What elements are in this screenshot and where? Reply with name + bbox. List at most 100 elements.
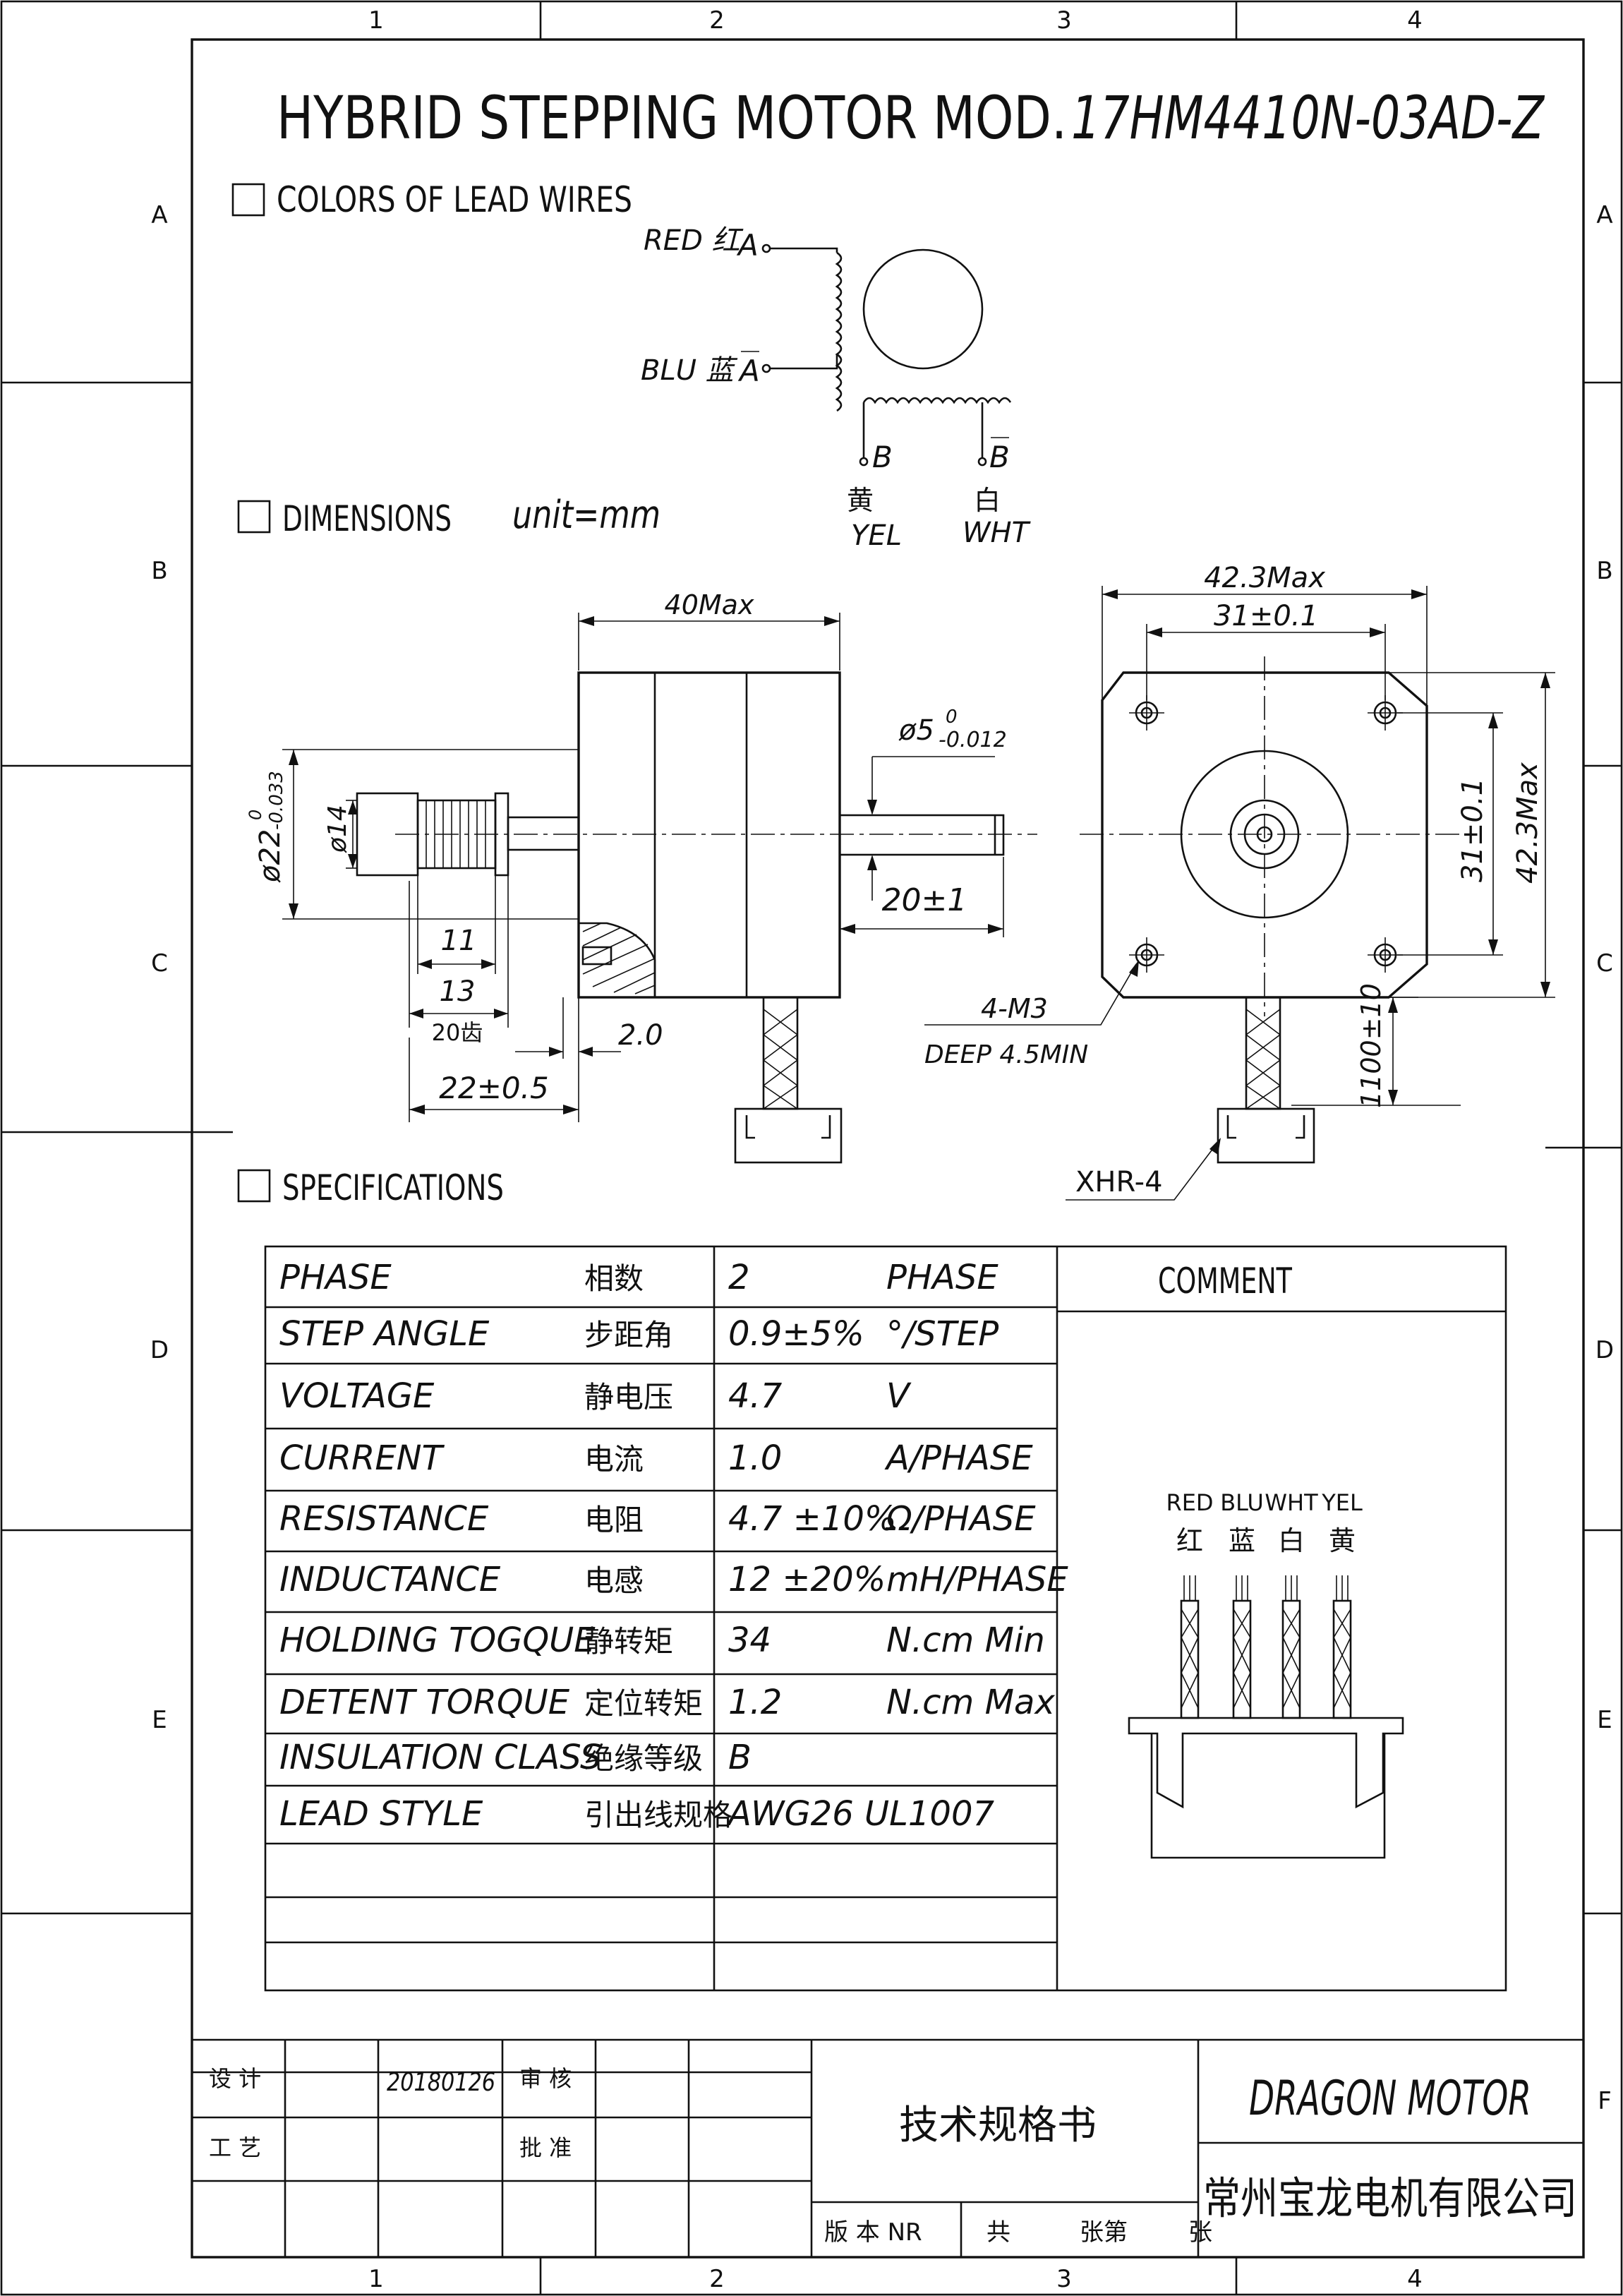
spec-unit: Ω/PHASE	[885, 1499, 1036, 1539]
pin-label: WHT	[1265, 1489, 1318, 1516]
spec-name-cn: 电流	[584, 1442, 644, 1477]
dim-boss-diameter: ø22	[254, 829, 286, 883]
section-checkbox-specifications	[237, 1169, 271, 1203]
dim-boss-tol-lower: -0.033	[266, 771, 287, 830]
dim-shaft-length: 20±1	[882, 882, 967, 918]
spec-unit: A/PHASE	[884, 1438, 1033, 1478]
col-label-1-bottom: 1	[368, 2265, 384, 2293]
dim-boss-tol-upper: 0	[246, 810, 265, 820]
wire-yel-label: YEL	[851, 519, 902, 552]
pin-label-cn: 红	[1176, 1525, 1203, 1556]
pin-label: BLU	[1220, 1489, 1264, 1516]
wire-yel-cn-label: 黄	[847, 485, 874, 516]
col-label-2-top: 2	[709, 6, 725, 35]
front-boss	[1180, 750, 1349, 919]
row-label-e-right: E	[1597, 1706, 1612, 1734]
dim-pulley-diameter: ø14	[323, 805, 352, 853]
title-block-process-label: 工 艺	[209, 2134, 261, 2161]
spec-row-lines	[265, 1306, 1057, 1944]
connector-type-label: XHR-4	[1075, 1166, 1163, 1198]
title-block: 设 计 20180126 审 核 工 艺 批 准 技术规格书 版 本 NR 共 …	[192, 2038, 1583, 2257]
row-label-a-left: A	[151, 201, 167, 229]
drawing-title-prefix: HYBRID STEPPING MOTOR MOD.	[277, 83, 1067, 152]
spec-unit: mH/PHASE	[886, 1560, 1068, 1599]
spec-name: INDUCTANCE	[279, 1560, 501, 1599]
spec-name: INSULATION CLASS	[279, 1738, 602, 1777]
boss-section	[577, 922, 656, 999]
title-block-approve-label: 批 准	[519, 2134, 572, 2161]
pin-label: YEL	[1321, 1489, 1363, 1516]
spec-unit: PHASE	[886, 1258, 998, 1297]
spec-name-cn: 步距角	[584, 1318, 673, 1352]
dim-shaft-tol-upper: 0	[946, 707, 958, 728]
dim-hole-pitch-width: 31±0.1	[1214, 600, 1318, 632]
unit-note: unit=mm	[512, 493, 660, 537]
row-label-c-right: C	[1596, 949, 1613, 978]
front-lead-wire	[1245, 996, 1281, 1110]
lead-wire-bundle	[762, 996, 799, 1110]
mounting-holes	[1129, 695, 1403, 973]
motor-body	[577, 671, 841, 999]
spec-name-cn: 相数	[584, 1261, 644, 1296]
dim-front-height-max: 42.3Max	[1512, 762, 1544, 884]
front-dimensions: 42.3Max 31±0.1 31±0.1 42.3Max 4-M3 DEEP …	[924, 562, 1555, 1201]
wire-red-label: RED 红	[644, 224, 744, 257]
pulley-teeth-count: 20齿	[432, 1019, 483, 1046]
spec-name-cn: 绝缘等级	[584, 1741, 703, 1776]
spec-value: 1.2	[728, 1683, 782, 1722]
spec-value: 1.0	[728, 1438, 782, 1478]
coil-b	[862, 397, 1012, 404]
section-title-dimensions: DIMENSIONS	[282, 498, 452, 539]
side-dimensions: 40Max ø5 0 -0.012 20±1 ø22 0 -0.033 ø14	[246, 589, 1007, 1122]
dim-length-40max: 40Max	[665, 589, 754, 620]
company-name-cn: 常州宝龙电机有限公司	[1203, 2172, 1577, 2224]
spec-name: VOLTAGE	[279, 1376, 435, 1416]
spec-name-cn: 电阻	[584, 1503, 644, 1537]
pin-label-cn: 蓝	[1229, 1525, 1255, 1556]
spec-name: PHASE	[279, 1258, 392, 1297]
wire-a-bar-label: A	[737, 354, 760, 388]
row-label-d-left: D	[150, 1336, 169, 1364]
zone-labels: 1 2 3 4 1 2 3 4 A B C D E A B C D E F	[150, 6, 1614, 2293]
spec-value: 0.9±5%	[728, 1314, 864, 1354]
wire-wht-label: WHT	[963, 517, 1032, 549]
front-connector	[1217, 1107, 1315, 1164]
spec-name: RESISTANCE	[279, 1499, 489, 1539]
spec-value: AWG26 UL1007	[726, 1794, 994, 1834]
wire-wht-cn-label: 白	[974, 485, 1001, 516]
spec-value: 34	[728, 1621, 771, 1660]
output-shaft	[838, 814, 1005, 856]
spec-value: 4.7 ±10%	[728, 1499, 897, 1539]
rotor-circle	[862, 248, 984, 370]
col-label-2-bottom: 2	[709, 2265, 725, 2293]
title-block-total: 共	[987, 2218, 1010, 2247]
title-block-design-label: 设 计	[209, 2065, 261, 2092]
spec-unit: °/STEP	[886, 1314, 998, 1354]
pin-label: RED	[1166, 1489, 1213, 1516]
title-block-sheet: 张第	[1080, 2218, 1128, 2247]
pulley-flange	[494, 792, 509, 877]
dim-hole-pitch-height: 31±0.1	[1456, 778, 1489, 882]
col-label-4-bottom: 4	[1407, 2265, 1423, 2293]
pin-label-cn: 白	[1278, 1525, 1305, 1556]
spec-name: HOLDING TOGQUE	[279, 1621, 596, 1660]
dim-pulley-11: 11	[441, 925, 477, 957]
col-label-3-top: 3	[1056, 6, 1072, 35]
spec-name: LEAD STYLE	[279, 1794, 483, 1834]
connector-housing	[1128, 1717, 1404, 1809]
col-label-4-top: 4	[1407, 6, 1423, 35]
spec-unit: V	[886, 1376, 912, 1416]
spec-unit: N.cm Max	[886, 1683, 1055, 1722]
row-label-b-right: B	[1596, 557, 1612, 585]
pin-wires	[1180, 1575, 1352, 1719]
spec-name-cn: 电感	[584, 1563, 644, 1598]
motor-side-view	[356, 671, 1037, 1164]
title-block-design-date: 20180126	[387, 2068, 495, 2097]
dim-shaft-tol-lower: -0.012	[939, 728, 1007, 752]
connector-side	[734, 1107, 843, 1164]
title-block-version: 版 本 NR	[824, 2218, 922, 2247]
spec-name-cn: 静电压	[584, 1380, 673, 1414]
company-name-en: DRAGON MOTOR	[1249, 2071, 1531, 2127]
